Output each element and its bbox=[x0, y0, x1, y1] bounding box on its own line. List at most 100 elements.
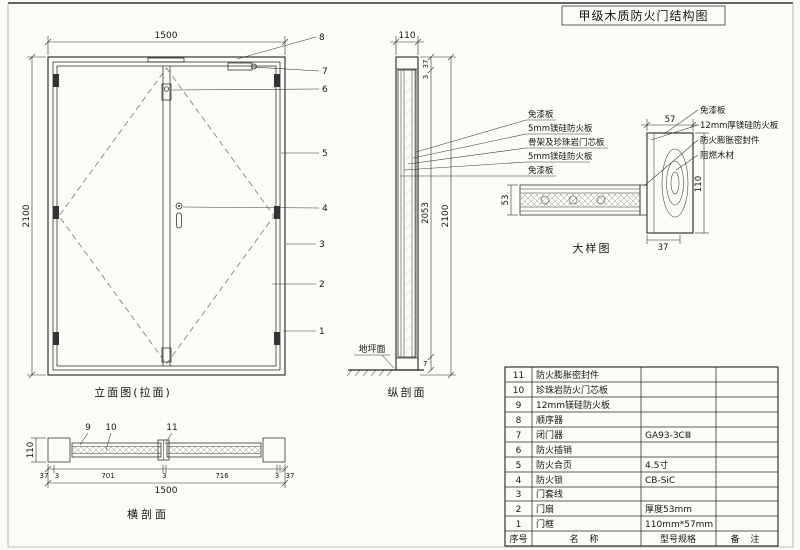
row-num: 10 bbox=[513, 386, 525, 396]
row-name: 闭门器 bbox=[536, 429, 563, 441]
layer-label-4: 5mm镁硅防火板 bbox=[528, 151, 593, 162]
row-name: 防火锁 bbox=[536, 474, 563, 486]
dim-top-gap: 3 bbox=[422, 75, 430, 79]
dim-bottom-gap: 7 bbox=[423, 360, 427, 368]
dim-vsection-width: 110 bbox=[398, 31, 415, 41]
callout-3: 3 bbox=[319, 240, 325, 250]
horizontal-section-callouts: 9 10 11 bbox=[79, 423, 178, 451]
layer-label-1: 免漆板 bbox=[528, 109, 554, 120]
table-row: 3 门套线 bbox=[516, 488, 563, 500]
front-elevation bbox=[47, 56, 286, 376]
sheet-border bbox=[7, 2, 794, 548]
table-row: 1 门框 110mm*57mm bbox=[516, 518, 714, 530]
ground-label: 地坪面 bbox=[358, 343, 385, 355]
door-closer-symbol bbox=[227, 62, 257, 71]
detail-label-1: 免漆板 bbox=[700, 105, 726, 116]
row-name: 防火膨胀密封件 bbox=[536, 369, 599, 381]
dim-chain-37L: 37 bbox=[40, 472, 49, 480]
dim-detail-57: 57 bbox=[665, 115, 676, 125]
table-row: 2 门扇 厚度53mm bbox=[516, 503, 692, 515]
dim-leaf-height: 2053 bbox=[421, 202, 431, 224]
callout-11: 11 bbox=[166, 423, 177, 433]
row-spec: GA93-3CⅢ bbox=[645, 431, 691, 441]
table-row: 7 闭门器 GA93-3CⅢ bbox=[516, 429, 691, 441]
front-callouts: 8 7 6 5 4 3 2 1 bbox=[171, 33, 328, 337]
detail-label-3: 防火膨胀密封件 bbox=[700, 135, 760, 146]
detail-label-2: 12mm厚镁硅防火板 bbox=[700, 120, 779, 131]
dim-chain-701: 701 bbox=[101, 472, 114, 480]
dim-front-width: 1500 bbox=[155, 31, 178, 41]
layer-labels: 免漆板 5mm镁硅防火板 骨架及珍珠岩门芯板 5mm镁硅防火板 免漆板 bbox=[400, 109, 608, 177]
header-name: 名 称 bbox=[570, 533, 603, 545]
detail-labels: 免漆板 12mm厚镁硅防火板 防火膨胀密封件 阻燃木材 bbox=[643, 105, 779, 187]
horizontal-section bbox=[47, 437, 286, 463]
row-spec: CB-SiC bbox=[645, 476, 675, 486]
vertical-section-label: 纵剖面 bbox=[388, 385, 427, 399]
row-spec: 4.5寸 bbox=[645, 459, 668, 471]
row-num: 8 bbox=[516, 416, 522, 426]
parts-table: 11 防火膨胀密封件 10 珍珠岩防火门芯板 9 12mm镁硅防火板 8 顺序器… bbox=[504, 366, 779, 547]
table-row: 4 防火锁 CB-SiC bbox=[516, 474, 676, 486]
header-note: 备 注 bbox=[731, 533, 764, 545]
dim-hsection-110: 110 bbox=[26, 442, 36, 458]
horizontal-section-dimensions: 110 37 3 701 3 716 3 37 1500 bbox=[26, 437, 295, 496]
vertical-section: 地坪面 bbox=[346, 56, 424, 377]
table-header-row: 序号 名 称 型号规格 备 注 bbox=[509, 533, 764, 545]
row-num: 11 bbox=[513, 371, 524, 381]
row-spec: 110mm*57mm bbox=[645, 520, 713, 530]
row-num: 3 bbox=[516, 490, 522, 500]
header-num: 序号 bbox=[509, 533, 527, 545]
callout-1: 1 bbox=[319, 327, 325, 337]
dim-detail-110: 110 bbox=[694, 176, 704, 192]
row-name: 珍珠岩防火门芯板 bbox=[536, 384, 608, 396]
detail-view bbox=[519, 132, 694, 234]
row-name: 门扇 bbox=[536, 503, 554, 515]
row-num: 2 bbox=[516, 505, 522, 515]
row-num: 5 bbox=[516, 461, 522, 471]
detail-label-4: 阻燃木材 bbox=[700, 150, 735, 161]
table-row: 8 顺序器 bbox=[516, 414, 563, 426]
dim-vsection-height: 2100 bbox=[441, 204, 451, 227]
detail-dimensions: 57 110 53 37 bbox=[501, 115, 709, 253]
row-name: 门框 bbox=[536, 518, 554, 530]
ground-hatch bbox=[346, 369, 393, 377]
callout-4: 4 bbox=[322, 204, 328, 214]
dim-chain-37R: 37 bbox=[286, 472, 295, 480]
dim-chain-3b: 3 bbox=[162, 472, 166, 480]
header-spec: 型号规格 bbox=[660, 533, 696, 545]
dim-chain-3c: 3 bbox=[275, 472, 279, 480]
front-elevation-label: 立面图(拉面) bbox=[94, 385, 172, 399]
callout-7: 7 bbox=[322, 67, 328, 77]
door-swing-dashed-diamond bbox=[58, 67, 275, 365]
row-name: 防火合页 bbox=[536, 459, 572, 471]
callout-10: 10 bbox=[105, 423, 117, 433]
layer-label-3: 骨架及珍珠岩门芯板 bbox=[528, 137, 605, 148]
dim-front-height: 2100 bbox=[22, 204, 32, 227]
callout-9: 9 bbox=[85, 423, 91, 433]
dim-head-height: 37 bbox=[422, 60, 430, 69]
callout-5: 5 bbox=[322, 149, 328, 159]
vertical-section-dimensions: 110 2100 37 3 2053 7 bbox=[390, 31, 456, 379]
hinge-symbols bbox=[53, 74, 280, 345]
drawing-title: 甲级木质防火门结构图 bbox=[578, 8, 708, 23]
row-name: 门套线 bbox=[536, 488, 563, 500]
dim-hsection-total: 1500 bbox=[155, 486, 178, 496]
row-name: 12mm镁硅防火板 bbox=[536, 399, 610, 411]
flush-bolt-bottom-symbol bbox=[161, 347, 172, 363]
row-num: 6 bbox=[516, 446, 522, 456]
dim-detail-53: 53 bbox=[501, 195, 511, 206]
row-name: 顺序器 bbox=[536, 414, 563, 426]
callout-6: 6 bbox=[322, 85, 328, 95]
row-num: 4 bbox=[516, 476, 522, 486]
front-dimensions: 1500 2100 bbox=[22, 31, 289, 379]
expansion-seal-section bbox=[639, 184, 648, 216]
row-name: 防火插销 bbox=[536, 444, 572, 456]
table-row: 6 防火插销 bbox=[516, 444, 572, 456]
table-row: 9 12mm镁硅防火板 bbox=[516, 399, 610, 411]
layer-label-2: 5mm镁硅防火板 bbox=[528, 123, 593, 134]
sequencer-symbol bbox=[147, 57, 185, 63]
table-row: 5 防火合页 4.5寸 bbox=[516, 459, 669, 471]
table-row: 10 珍珠岩防火门芯板 bbox=[513, 384, 608, 396]
callout-8: 8 bbox=[319, 33, 325, 43]
